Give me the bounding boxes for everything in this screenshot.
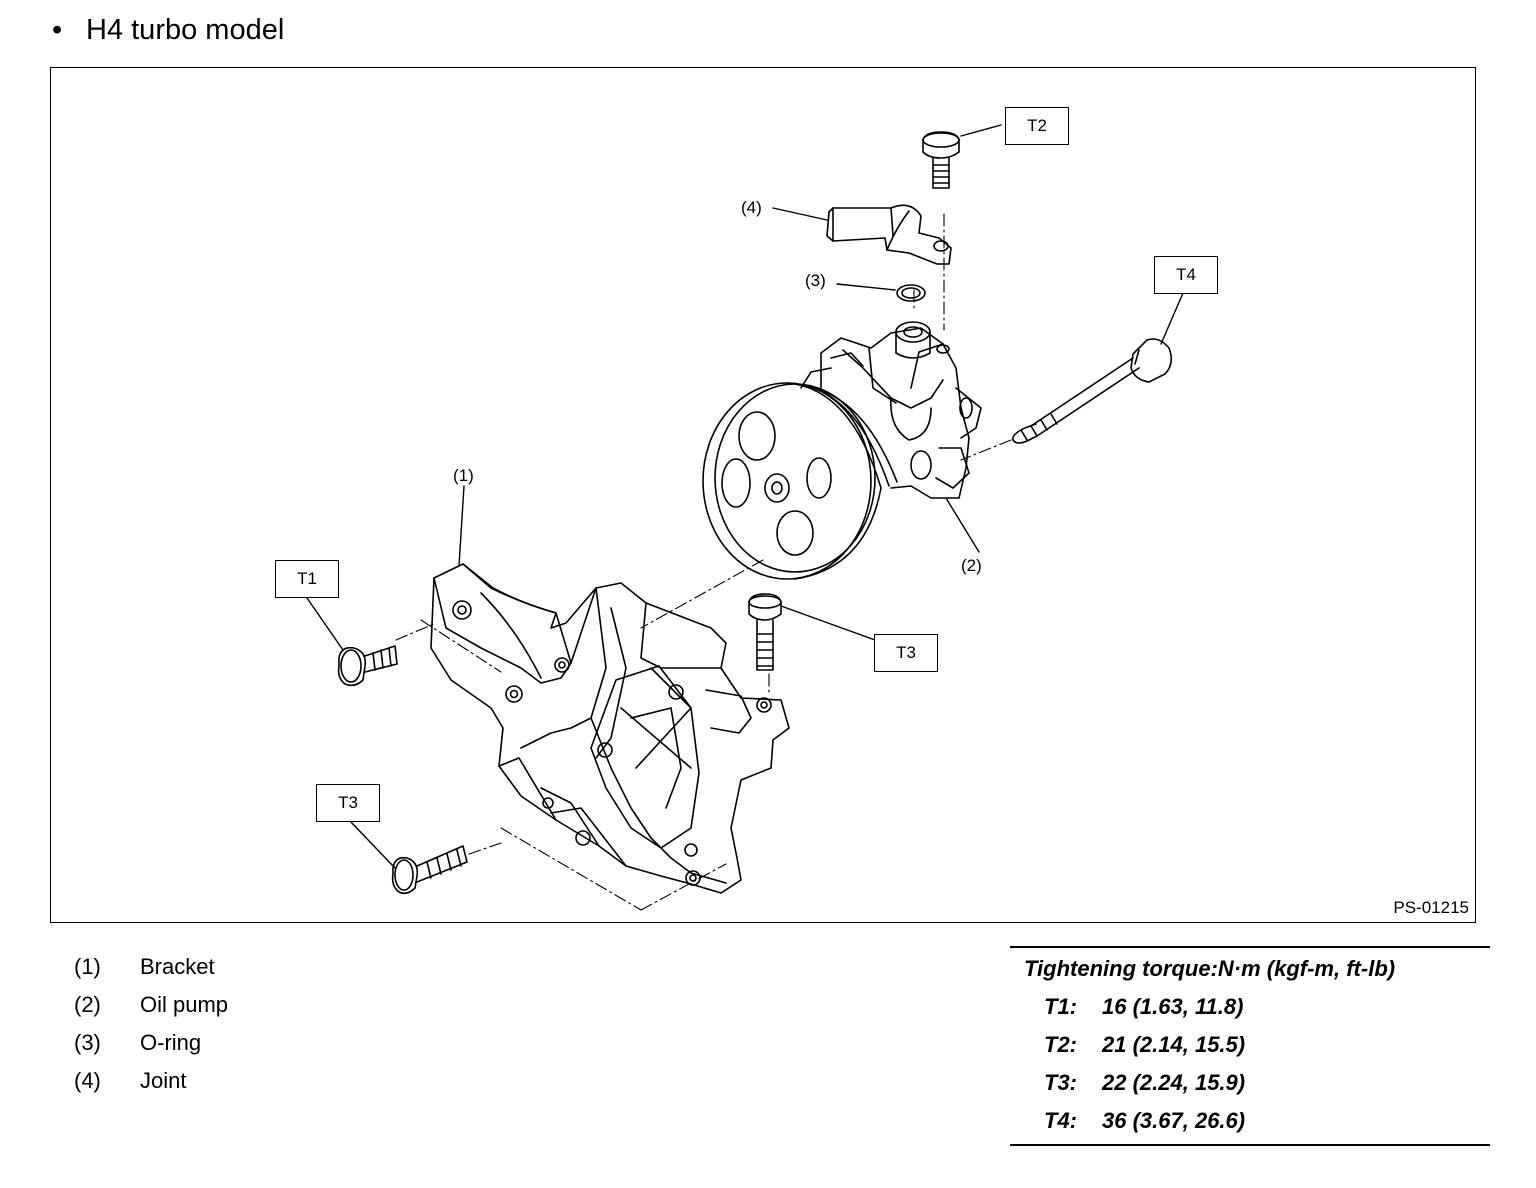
leader-lines <box>306 124 1184 869</box>
legend-number: (3) <box>74 1030 101 1055</box>
torque-key: T2: <box>1044 1032 1077 1057</box>
torque-value: 21 (2.14, 15.5) <box>1102 1032 1246 1057</box>
t2-bolt-drawing <box>922 131 960 189</box>
diagram-drawing <box>306 124 1184 911</box>
tag-t3-lower: T3 <box>316 784 380 822</box>
torque-row: T3: 22 (2.24, 15.9) <box>1010 1064 1490 1102</box>
bracket-drawing <box>430 563 790 894</box>
callout-oil-pump: (2) <box>961 556 982 575</box>
heading-text: H4 turbo model <box>86 14 285 46</box>
callout-bracket: (1) <box>453 466 474 485</box>
legend-number: (1) <box>74 954 101 979</box>
tag-t4: T4 <box>1154 256 1218 294</box>
legend-label: O-ring <box>140 1030 202 1055</box>
tag-t1: T1 <box>275 560 339 598</box>
exploded-diagram: T2 T4 T1 T3 T3 (4) (3) (1) (2) PS-01215 <box>50 67 1476 923</box>
assembly-center-lines <box>395 213 1012 911</box>
torque-row: T4: 36 (3.67, 26.6) <box>1010 1102 1490 1140</box>
legend-label: Oil pump <box>140 992 229 1017</box>
legend-number: (2) <box>74 992 101 1017</box>
tag-t2: T2 <box>1005 107 1069 145</box>
parts-legend: (1) Bracket (2) Oil pump (3) O-ring (4) Join… <box>74 948 228 1100</box>
legend-item: (4) Joint <box>74 1062 228 1100</box>
legend-item: (1) Bracket <box>74 948 228 986</box>
torque-key: T3: <box>1044 1070 1077 1095</box>
torque-title: Tightening torque:N·m (kgf-m, ft-lb) <box>1024 956 1396 981</box>
legend-item: (2) Oil pump <box>74 986 228 1024</box>
torque-row: T1: 16 (1.63, 11.8) <box>1010 988 1490 1026</box>
legend-item: (3) O-ring <box>74 1024 228 1062</box>
legend-label: Bracket <box>140 954 215 979</box>
torque-table: Tightening torque:N·m (kgf-m, ft-lb) T1:… <box>1010 946 1490 1146</box>
t3-upper-bolt-drawing <box>748 593 782 671</box>
callout-o-ring: (3) <box>805 271 826 290</box>
torque-value: 36 (3.67, 26.6) <box>1102 1108 1246 1133</box>
figure-id: PS-01215 <box>1393 898 1469 917</box>
t1-bolt-drawing <box>337 645 398 687</box>
section-heading: • H4 turbo model <box>52 10 284 50</box>
o-ring-drawing <box>896 284 926 302</box>
t3-lower-bolt-drawing <box>391 845 468 895</box>
legend-number: (4) <box>74 1068 101 1093</box>
torque-key: T4: <box>1044 1108 1077 1133</box>
torque-value: 16 (1.63, 11.8) <box>1102 994 1244 1019</box>
t4-bolt-drawing <box>1012 338 1173 444</box>
joint-drawing <box>826 204 952 265</box>
legend-label: Joint <box>140 1068 187 1093</box>
heading-bullet: • <box>52 14 63 46</box>
callout-joint: (4) <box>741 198 762 217</box>
torque-value: 22 (2.24, 15.9) <box>1102 1070 1246 1095</box>
torque-key: T1: <box>1044 994 1077 1019</box>
tag-t3-upper: T3 <box>874 634 938 672</box>
torque-row: T2: 21 (2.14, 15.5) <box>1010 1026 1490 1064</box>
oil-pump-drawing <box>702 321 982 580</box>
